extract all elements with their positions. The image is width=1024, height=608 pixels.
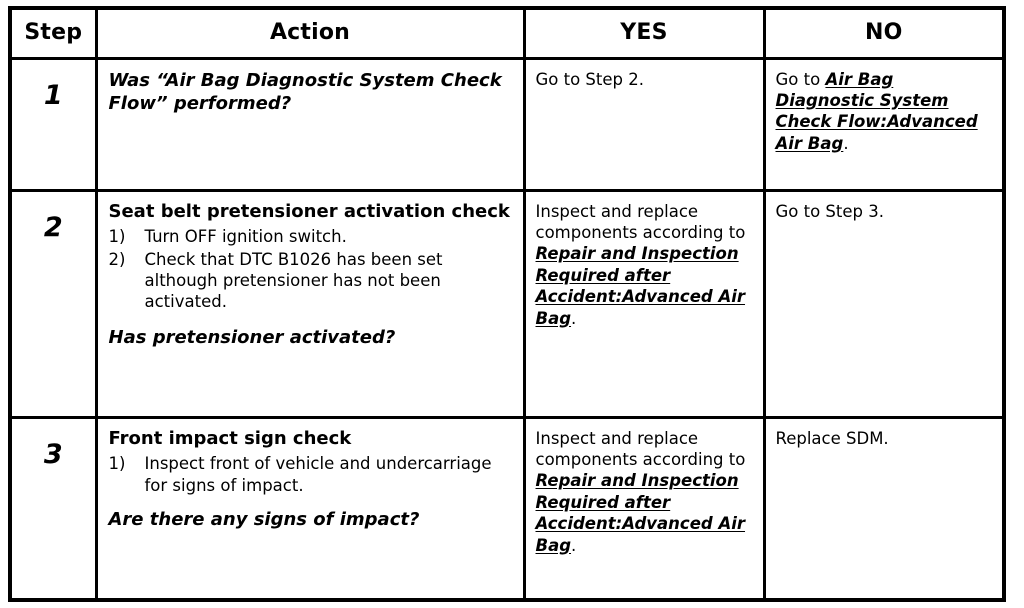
no-cell-2: Go to Step 3. [762,188,1006,419]
list-item: 1) Turn OFF ignition switch. [109,226,515,247]
yes-text-suffix: . [571,535,577,555]
action-content-2: Seat belt pretensioner activation check … [98,192,523,358]
action-cell-1: Was “Air Bag Diagnostic System Check Flo… [94,56,526,192]
action-question: Are there any signs of impact? [108,509,420,531]
step-number: 3 [43,438,63,470]
no-text: Go to Step 3. [775,201,885,221]
table-header-row: Step Action YES NO [8,6,1006,60]
yes-cell-3: Inspect and replace components according… [522,415,766,602]
column-header-yes-label: YES [620,20,668,46]
action-content-3: Front impact sign check 1) Inspect front… [98,419,523,540]
table-row: 2 Seat belt pretensioner activation chec… [8,188,1006,419]
action-heading: Front impact sign check [108,427,352,449]
yes-text-prefix: Inspect and replace components according… [535,428,746,469]
yes-content-1: Go to Step 2. [526,60,763,98]
no-content-2: Go to Step 3. [766,192,1003,230]
column-header-action: Action [94,6,526,60]
column-header-no-label: NO [864,20,903,46]
no-cell-3: Replace SDM. [762,415,1006,602]
table-row: 3 Front impact sign check 1) Inspect fro… [8,415,1006,602]
column-header-step: Step [8,6,98,60]
yes-cell-2: Inspect and replace components according… [522,188,766,419]
no-reference-link[interactable]: Air Bag Diagnostic System Check Flow:Adv… [775,69,978,153]
list-item-marker: 2) [108,249,126,269]
step-number: 1 [43,79,63,111]
yes-text-suffix: . [571,308,577,328]
action-heading: Seat belt pretensioner activation check [108,200,510,222]
action-question: Was “Air Bag Diagnostic System Check Flo… [108,69,502,114]
yes-text: Go to Step 2. [535,69,645,89]
list-item-text: Check that DTC B1026 has been set althou… [144,249,443,312]
no-content-3: Replace SDM. [766,419,1003,457]
step-number-cell-2: 2 [8,188,98,419]
step-number: 2 [43,211,63,243]
yes-content-3: Inspect and replace components according… [526,419,763,565]
action-cell-2: Seat belt pretensioner activation check … [94,188,526,419]
table-row: 1 Was “Air Bag Diagnostic System Check F… [8,56,1006,192]
action-content-1: Was “Air Bag Diagnostic System Check Flo… [98,60,523,124]
list-item-marker: 1) [108,227,126,247]
list-item-text: Turn OFF ignition switch. [144,227,347,247]
column-header-yes: YES [522,6,766,60]
column-header-step-label: Step [24,20,83,46]
action-step-list: 1) Turn OFF ignition switch. 2) Check th… [109,226,515,313]
list-item: 1) Inspect front of vehicle and undercar… [109,453,515,496]
yes-reference-link[interactable]: Repair and Inspection Required after Acc… [535,471,746,555]
diagnostic-step-table: Step Action YES NO 1 [8,6,1006,602]
step-number-cell-1: 1 [8,56,98,192]
yes-content-2: Inspect and replace components according… [526,192,763,338]
step-number-cell-3: 3 [8,415,98,602]
no-content-1: Go to Air Bag Diagnostic System Check Fl… [766,60,1003,163]
action-question: Has pretensioner activated? [108,326,396,348]
no-text-suffix: . [843,133,849,153]
column-header-no: NO [762,6,1006,60]
list-item: 2) Check that DTC B1026 has been set alt… [109,249,515,313]
column-header-action-label: Action [269,20,351,46]
yes-text-prefix: Inspect and replace components according… [535,201,746,242]
no-text-prefix: Go to [775,69,826,89]
no-text: Replace SDM. [775,428,889,448]
yes-reference-link[interactable]: Repair and Inspection Required after Acc… [535,244,746,328]
yes-cell-1: Go to Step 2. [522,56,766,192]
list-item-text: Inspect front of vehicle and undercarria… [144,454,492,495]
list-item-marker: 1) [108,454,126,474]
no-cell-1: Go to Air Bag Diagnostic System Check Fl… [762,56,1006,192]
action-cell-3: Front impact sign check 1) Inspect front… [94,415,526,602]
action-step-list: 1) Inspect front of vehicle and undercar… [109,453,515,496]
